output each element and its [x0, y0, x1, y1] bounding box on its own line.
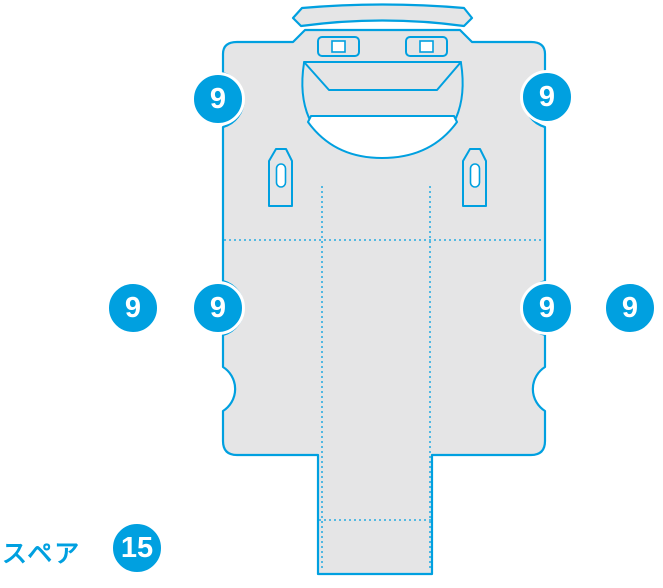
headrest-post-hole-right	[405, 36, 448, 57]
lumbar-opening	[307, 115, 458, 159]
seam-line-left	[301, 62, 310, 119]
seam-line-right	[455, 62, 464, 119]
headrest-post-hole-left	[317, 36, 360, 57]
side-tab-slot-right	[469, 163, 481, 188]
side-tab-right	[462, 148, 487, 207]
spare-label: スペア	[2, 540, 82, 568]
count-badge: 9	[106, 281, 160, 335]
spare-count-badge: 15	[110, 521, 164, 575]
count-badge: 9	[520, 70, 574, 124]
headrest-strip-shape	[291, 3, 474, 28]
headrest-panel-seam	[303, 61, 462, 91]
headrest-post-button-left	[331, 40, 346, 53]
count-badge: 9	[191, 281, 245, 335]
side-tab-slot-left	[275, 163, 287, 188]
count-badge: 9	[603, 281, 657, 335]
side-tab-left	[268, 148, 293, 207]
seat-cover-body-shape	[221, 28, 547, 576]
count-badge: 9	[520, 281, 574, 335]
count-badge: 9	[191, 72, 245, 126]
headrest-post-button-right	[419, 40, 434, 53]
